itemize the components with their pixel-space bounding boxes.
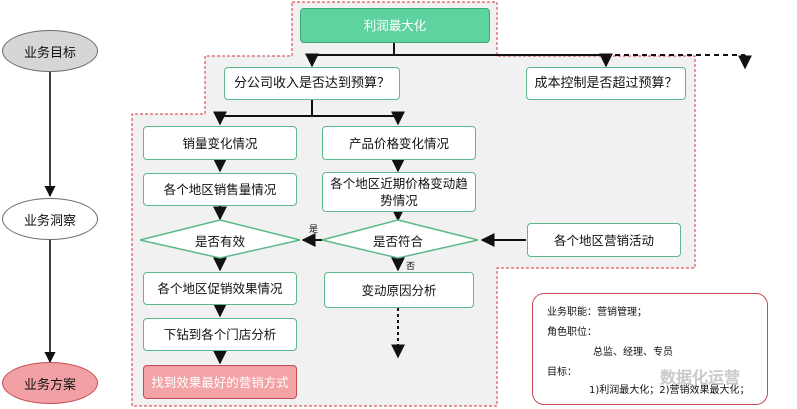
- lane-goal-label: 业务目标: [23, 45, 76, 61]
- node-profit-max-label: 利润最大化: [363, 18, 427, 33]
- node-profit-max[interactable]: 利润最大化: [300, 8, 490, 43]
- node-drill-store-label: 下钻到各个门店分析: [163, 327, 277, 342]
- diamond-valid: [139, 219, 301, 259]
- edge-label-yes: 是: [309, 225, 319, 235]
- lane-plan: 业务方案: [2, 362, 98, 404]
- node-price-change[interactable]: 产品价格变化情况: [322, 126, 476, 160]
- diamond-match-label: 是否符合: [372, 233, 423, 249]
- node-price-change-label: 产品价格变化情况: [348, 135, 449, 151]
- node-sales-change[interactable]: 销量变化情况: [143, 126, 297, 160]
- node-best-marketing-label: 找到效果最好的营销方式: [151, 374, 289, 390]
- node-cost-control-label: 成本控制是否超过预算？: [534, 76, 678, 91]
- info-target: 目标：: [547, 367, 577, 378]
- node-best-marketing[interactable]: 找到效果最好的营销方式: [143, 365, 297, 399]
- info-role-list: 总监、经理、专员: [593, 347, 673, 358]
- node-region-price-label: 各个地区近期价格变动趋势情况: [330, 176, 468, 208]
- watermark-text: 数据化运营: [660, 368, 741, 387]
- diamond-match: [321, 219, 479, 259]
- info-role: 角色职位：: [547, 327, 597, 338]
- edge-label-no: 否: [406, 262, 416, 272]
- info-target-list: 1)利润最大化；2)营销效果最大化；: [589, 385, 750, 396]
- node-region-marketing-label: 各个地区营销活动: [553, 232, 654, 248]
- node-sales-change-label: 销量变化情况: [182, 135, 258, 151]
- lane-plan-label: 业务方案: [23, 377, 76, 393]
- lane-insight: 业务洞察: [2, 198, 98, 240]
- node-region-sales[interactable]: 各个地区销售量情况: [143, 173, 297, 206]
- node-change-reason[interactable]: 变动原因分析: [324, 272, 474, 308]
- info-duty: 业务职能：营销管理；: [547, 307, 647, 318]
- lane-goal: 业务目标: [2, 30, 98, 72]
- watermark: 数据化运营: [660, 364, 740, 388]
- node-region-price[interactable]: 各个地区近期价格变动趋势情况: [322, 172, 476, 212]
- lane-insight-label: 业务洞察: [23, 213, 76, 229]
- node-region-sales-label: 各个地区销售量情况: [163, 182, 277, 197]
- diamond-valid-label: 是否有效: [194, 233, 245, 249]
- node-region-marketing[interactable]: 各个地区营销活动: [527, 223, 681, 257]
- node-change-reason-label: 变动原因分析: [361, 282, 437, 298]
- node-promo-effect[interactable]: 各个地区促销效果情况: [143, 272, 297, 305]
- node-drill-store[interactable]: 下钻到各个门店分析: [143, 318, 297, 351]
- info-card: 业务职能：营销管理； 角色职位： 总监、经理、专员 目标： 1)利润最大化；2)…: [532, 293, 768, 405]
- node-cost-control[interactable]: 成本控制是否超过预算？: [526, 67, 686, 100]
- node-branch-budget[interactable]: 分公司收入是否达到预算？: [224, 67, 400, 100]
- node-branch-budget-label: 分公司收入是否达到预算？: [233, 76, 390, 91]
- node-promo-effect-label: 各个地区促销效果情况: [157, 281, 283, 296]
